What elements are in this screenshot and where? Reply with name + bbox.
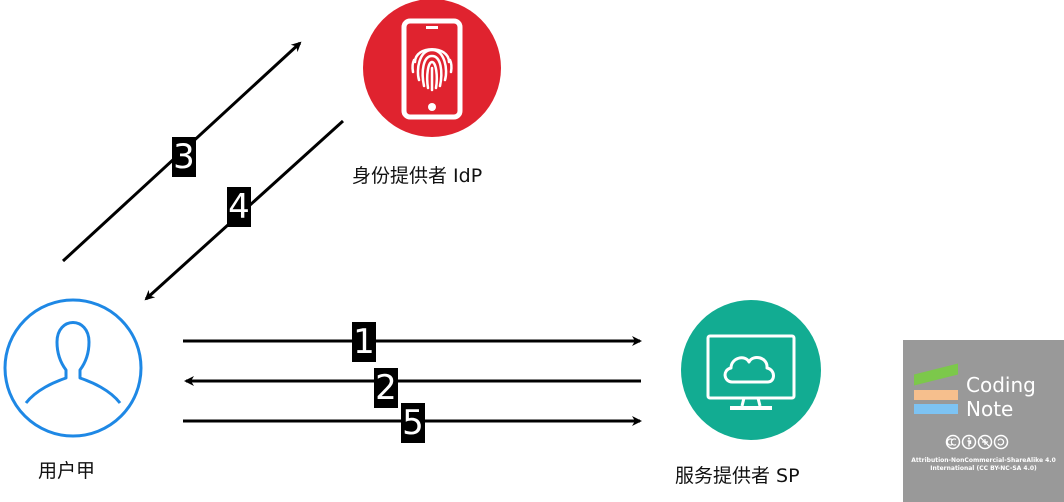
user-label: 用户甲	[38, 460, 96, 482]
step-badge-4: 4	[227, 187, 251, 227]
sp-label: 服务提供者 SP	[675, 465, 800, 487]
step-badge-3: 3	[172, 137, 196, 177]
fingerprint-phone-icon	[401, 18, 463, 120]
logo-title-line2: Note	[966, 397, 1014, 421]
user-node	[3, 298, 143, 438]
step-badge-1: 1	[352, 322, 376, 362]
step-badge-2: 2	[374, 368, 398, 408]
license-text-line1: Attribution-NonCommercial-ShareAlike 4.0	[911, 457, 1056, 464]
logo-bar-orange	[914, 390, 958, 400]
license-text-line2: International (CC BY-NC-SA 4.0)	[930, 465, 1037, 472]
cc-license-icons	[945, 434, 1009, 454]
user-avatar-icon	[24, 321, 122, 404]
idp-node	[363, 0, 501, 137]
user-circle	[3, 298, 143, 438]
logo-title-line1: Coding	[966, 373, 1036, 397]
cc-icon	[945, 434, 1009, 450]
cloud-monitor-icon	[706, 334, 796, 410]
sp-node	[681, 300, 821, 440]
idp-label: 身份提供者 IdP	[352, 165, 483, 187]
step-badge-5: 5	[401, 403, 425, 443]
coding-note-logo	[903, 340, 1064, 502]
logo-bar-blue	[914, 404, 958, 414]
